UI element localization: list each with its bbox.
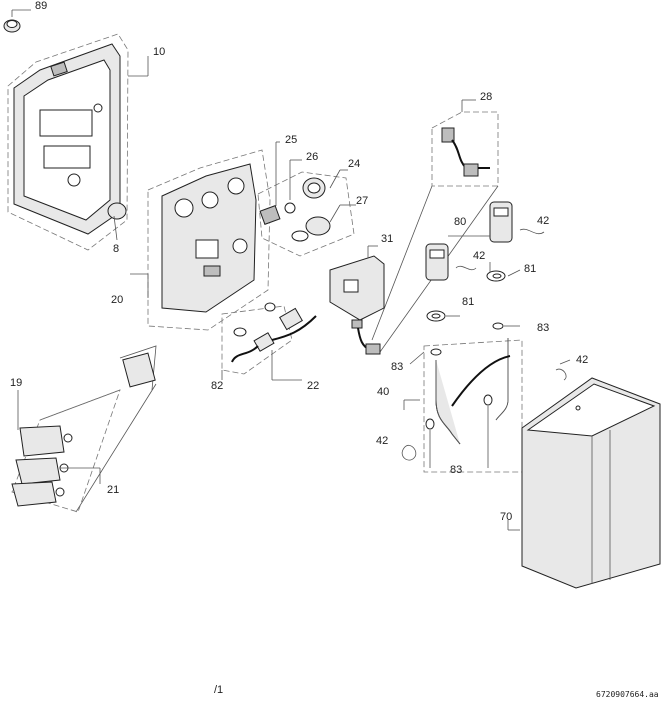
part-80-81-83-42-fittings [409, 201, 545, 365]
part-19-21-connectors [11, 345, 157, 513]
part-42-clips [401, 359, 571, 461]
part-40-pipe-set [403, 338, 523, 473]
drawing-code: 6720907664.aa [596, 690, 659, 699]
label-70: 70 [500, 511, 512, 523]
label-42a: 42 [537, 215, 549, 227]
part-70-casing [507, 377, 661, 589]
label-8: 8 [113, 243, 119, 255]
label-81b: 81 [462, 296, 474, 308]
label-24: 24 [348, 158, 360, 170]
label-26: 26 [306, 151, 318, 163]
label-19: 19 [10, 377, 22, 389]
part-10-mounting-frame [7, 33, 149, 251]
label-80: 80 [454, 216, 466, 228]
label-31: 31 [381, 233, 393, 245]
label-25: 25 [285, 134, 297, 146]
label-40: 40 [377, 386, 389, 398]
label-81a: 81 [524, 263, 536, 275]
label-10: 10 [153, 46, 165, 58]
part-31-bracket [329, 245, 385, 355]
label-83a: 83 [537, 322, 549, 334]
label-20: 20 [111, 294, 123, 306]
label-83b: 83 [391, 361, 403, 373]
label-22: 22 [307, 380, 319, 392]
label-82: 82 [211, 380, 223, 392]
label-42c: 42 [376, 435, 388, 447]
label-89: 89 [35, 0, 47, 12]
part-89-nut [3, 9, 31, 33]
part-82-22-sensors [221, 302, 317, 381]
label-83c: 83 [450, 464, 462, 476]
part-25-26-24-27-components [257, 141, 356, 257]
label-42b: 42 [473, 250, 485, 262]
part-20-valve-block [130, 149, 271, 331]
label-21: 21 [107, 484, 119, 496]
part-28-cable-set [371, 99, 499, 353]
label-42d: 42 [576, 354, 588, 366]
label-27: 27 [356, 195, 368, 207]
label-28: 28 [480, 91, 492, 103]
page-marker: /1 [214, 684, 223, 696]
